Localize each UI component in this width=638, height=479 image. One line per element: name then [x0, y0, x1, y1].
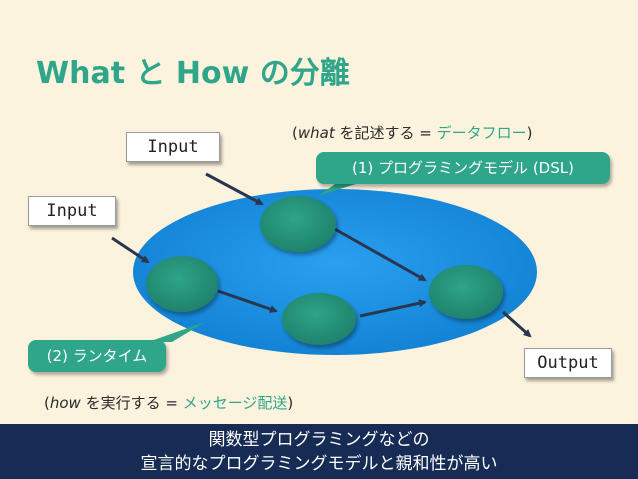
what-note-text: を記述する =	[334, 124, 437, 142]
arrow-node-right-to-output	[502, 310, 532, 338]
input-box-left: Input	[28, 196, 116, 226]
how-note-accent: メッセージ配送	[182, 394, 288, 412]
output-box: Output	[524, 348, 612, 378]
arrow-node-middle-to-right	[359, 299, 427, 318]
arrow-input-top-to-node	[205, 172, 264, 206]
input-box-top: Input	[126, 132, 220, 162]
how-note-keyword: how	[49, 394, 81, 412]
what-note-accent: データフロー	[436, 124, 527, 142]
dsl-callout: (1) プログラミングモデル (DSL)	[316, 152, 610, 184]
summary-banner: 関数型プログラミングなどの 宣言的なプログラミングモデルと親和性が高い	[0, 424, 638, 479]
runtime-callout: (2) ランタイム	[28, 340, 166, 372]
arrow-input-left-to-node	[111, 236, 150, 264]
dsl-callout-pointer	[318, 182, 362, 196]
banner-line-2: 宣言的なプログラミングモデルと親和性が高い	[140, 454, 498, 474]
node-top	[260, 196, 336, 252]
how-note-text: を実行する =	[80, 394, 183, 412]
node-left	[146, 256, 218, 312]
arrow-node-top-to-right	[332, 226, 427, 282]
node-middle	[282, 293, 356, 345]
what-note: (what を記述する = データフロー)	[292, 122, 532, 143]
node-right	[429, 265, 503, 319]
what-note-keyword: what	[297, 124, 335, 142]
how-note-open: (	[44, 394, 50, 412]
what-note-close: )	[526, 124, 533, 142]
arrow-node-left-to-middle	[217, 289, 278, 313]
runtime-callout-pointer	[148, 322, 205, 342]
what-note-open: (	[292, 124, 298, 142]
banner-line-1: 関数型プログラミングなどの	[208, 430, 430, 450]
runtime-ellipse	[133, 189, 537, 355]
how-note: (how を実行する = メッセージ配送)	[44, 392, 293, 413]
how-note-close: )	[287, 394, 294, 412]
slide-title: What と How の分離	[36, 56, 350, 91]
